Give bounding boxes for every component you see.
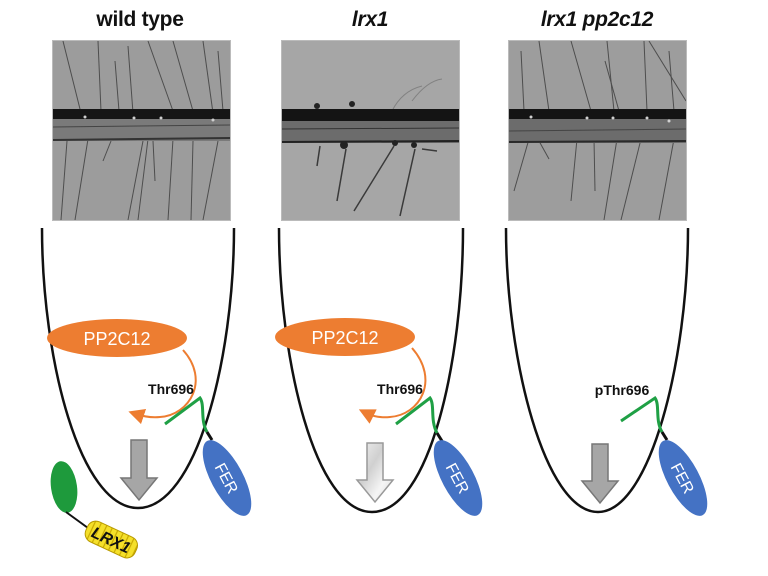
growth-arrow bbox=[580, 443, 620, 505]
growth-arrow bbox=[119, 439, 159, 502]
panel-wild-type: PP2C12 Thr696 FER LRX1 bbox=[40, 227, 252, 559]
thr696-label: Thr696 bbox=[148, 381, 194, 397]
fer-linker bbox=[620, 395, 664, 433]
growth-arrow-reduced bbox=[355, 442, 395, 504]
panel-title-lrx1: lrx1 bbox=[351, 8, 389, 31]
lrx1-domain: LRX1 bbox=[84, 520, 138, 559]
pthr696-label: pThr696 bbox=[595, 382, 650, 398]
micrograph-lrx1 bbox=[281, 40, 460, 221]
thr696-label: Thr696 bbox=[377, 381, 423, 397]
fer-kinase bbox=[202, 440, 252, 516]
root-hair-membrane bbox=[504, 227, 690, 514]
pp2c12-label: PP2C12 bbox=[83, 329, 150, 349]
micrograph-lrx1-pp2c12 bbox=[508, 40, 687, 221]
fer-kinase bbox=[433, 440, 483, 516]
lrx1-head bbox=[50, 461, 78, 513]
panel-lrx1-pp2c12: pThr696 FER bbox=[504, 227, 708, 516]
panel-title-lrx1-pp2c12: lrx1 pp2c12 bbox=[540, 8, 654, 31]
pp2c12-enzyme bbox=[275, 318, 415, 356]
dephosphorylation-arrow bbox=[128, 349, 197, 425]
root-hair-membrane bbox=[40, 227, 236, 510]
fer-kinase bbox=[658, 440, 708, 516]
pp2c12-enzyme bbox=[47, 319, 187, 357]
pp2c12-label: PP2C12 bbox=[311, 328, 378, 348]
micrograph-wild-type bbox=[52, 40, 231, 221]
fer-linker bbox=[395, 395, 439, 434]
fer-linker bbox=[164, 395, 209, 433]
panel-lrx1: PP2C12 Thr696 FER bbox=[275, 227, 483, 516]
panel-title-wild-type: wild type bbox=[96, 8, 184, 31]
root-hair-membrane bbox=[277, 227, 465, 514]
dephosphorylation-arrow bbox=[358, 347, 427, 424]
